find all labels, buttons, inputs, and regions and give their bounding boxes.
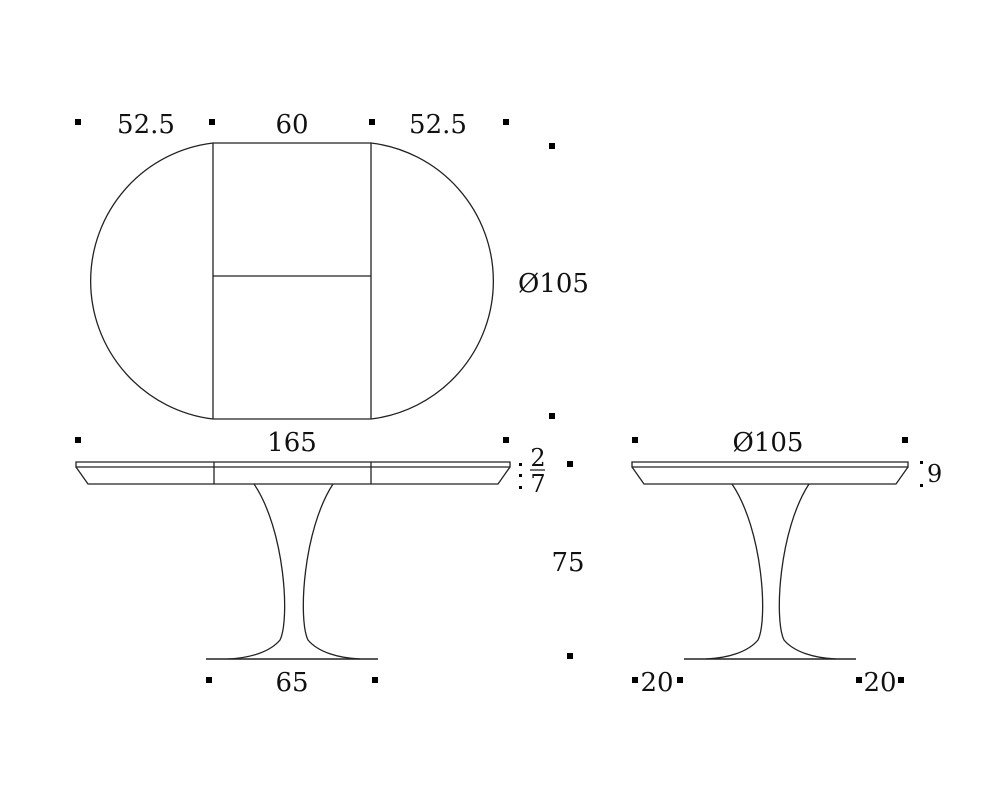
dimension-base-width: 65 [275, 668, 308, 698]
dimension-tick [519, 486, 522, 489]
dimension-top-thickness: 2 [530, 444, 545, 472]
side-view: Ø105 9 20 20 [631, 428, 942, 698]
dimension-tick [632, 677, 638, 683]
tabletop-edge [75, 461, 511, 468]
dimension-tick [209, 119, 215, 125]
dimension-tick [677, 677, 683, 683]
dimension-right-offset: 20 [863, 668, 896, 698]
dimension-tick [503, 437, 509, 443]
dimension-total-length: 165 [267, 428, 317, 458]
dimension-tick [519, 474, 522, 477]
dimension-apron-height: 7 [530, 470, 545, 498]
pedestal-leg [227, 483, 361, 660]
dimension-tick [902, 437, 908, 443]
side-tabletop-edge [631, 461, 909, 468]
dimension-tick [898, 677, 904, 683]
dimension-middle-segment: 60 [275, 110, 308, 140]
dimension-right-segment: 52.5 [409, 110, 467, 140]
side-tabletop-apron [631, 466, 909, 485]
top-view: 52.5 60 52.5 Ø105 [75, 110, 589, 420]
dimension-tick [503, 119, 509, 125]
dimension-tick [567, 653, 573, 659]
dimension-tick [856, 677, 862, 683]
dimension-tick [75, 119, 81, 125]
dimension-tick [75, 437, 81, 443]
dimension-side-top-height: 9 [927, 460, 942, 488]
tabletop-apron [75, 466, 511, 485]
dimension-top-diameter: Ø105 [518, 269, 589, 299]
dimension-tick [369, 119, 375, 125]
dimension-tick [567, 461, 573, 467]
dimension-tick [372, 677, 378, 683]
dimension-side-diameter: Ø105 [733, 428, 804, 458]
dimension-tick [519, 463, 522, 466]
dimension-left-segment: 52.5 [117, 110, 175, 140]
front-view: 165 2 7 75 65 [75, 428, 585, 698]
dimension-tick [549, 413, 555, 419]
tabletop-outline [89, 142, 495, 420]
side-pedestal-leg [705, 483, 837, 660]
dimension-tick [549, 143, 555, 149]
dimension-table-height: 75 [551, 548, 584, 578]
dimension-tick [206, 677, 212, 683]
dimension-tick [920, 484, 923, 487]
dimension-tick [632, 437, 638, 443]
dimension-tick [920, 461, 923, 464]
dimension-left-offset: 20 [640, 668, 673, 698]
